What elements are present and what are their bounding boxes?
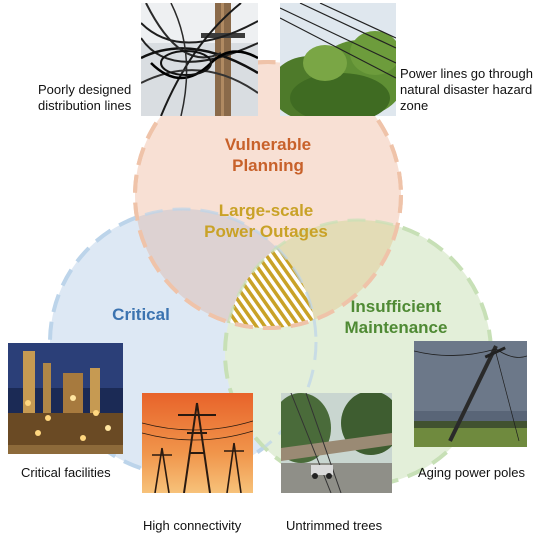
critical-facilities-caption: Critical facilities: [21, 465, 111, 480]
transmission-towers-photo: [142, 393, 253, 493]
caption-line2: distribution lines: [38, 98, 132, 113]
high-connectivity-caption: High connectivity: [143, 518, 242, 533]
industrial-plant-photo: [8, 343, 123, 454]
distribution-lines-caption: Poorly designed distribution lines: [38, 82, 148, 114]
center-label-line2: Power Outages: [204, 222, 328, 241]
leaning-pole-photo: [414, 341, 527, 447]
hazard-zone-caption: Power lines go through natural disaster …: [400, 66, 536, 114]
fallen-tree-photo: [281, 393, 392, 493]
planning-set-outline: [133, 60, 403, 330]
caption-line2: natural disaster hazard: [400, 82, 533, 97]
tangled-wires-photo: [141, 3, 258, 116]
planning-label-line1: Vulnerable: [224, 135, 312, 154]
center-outcome-label: Large-scale Power Outages: [186, 200, 346, 242]
maintenance-set-label: Insufficient Maintenance: [326, 296, 466, 338]
planning-critical-overlap: [135, 209, 316, 328]
maintenance-label-line2: Maintenance: [344, 318, 448, 337]
critical-label: Critical: [112, 305, 170, 324]
center-label-line1: Large-scale: [218, 201, 314, 220]
caption-line1: Poorly designed: [38, 82, 132, 97]
planning-label-line2: Planning: [232, 156, 304, 175]
critical-set-label: Critical: [96, 304, 186, 325]
triple-overlap-hatch: [225, 220, 316, 328]
planning-set-label: Vulnerable Planning: [198, 134, 338, 176]
trees-power-lines-photo: [280, 3, 396, 116]
caption-line1: Power lines go through: [400, 66, 533, 81]
untrimmed-trees-caption: Untrimmed trees: [286, 518, 383, 533]
aging-poles-caption: Aging power poles: [418, 465, 525, 480]
caption-line3: zone: [400, 98, 429, 113]
maintenance-label-line1: Insufficient: [350, 297, 442, 316]
